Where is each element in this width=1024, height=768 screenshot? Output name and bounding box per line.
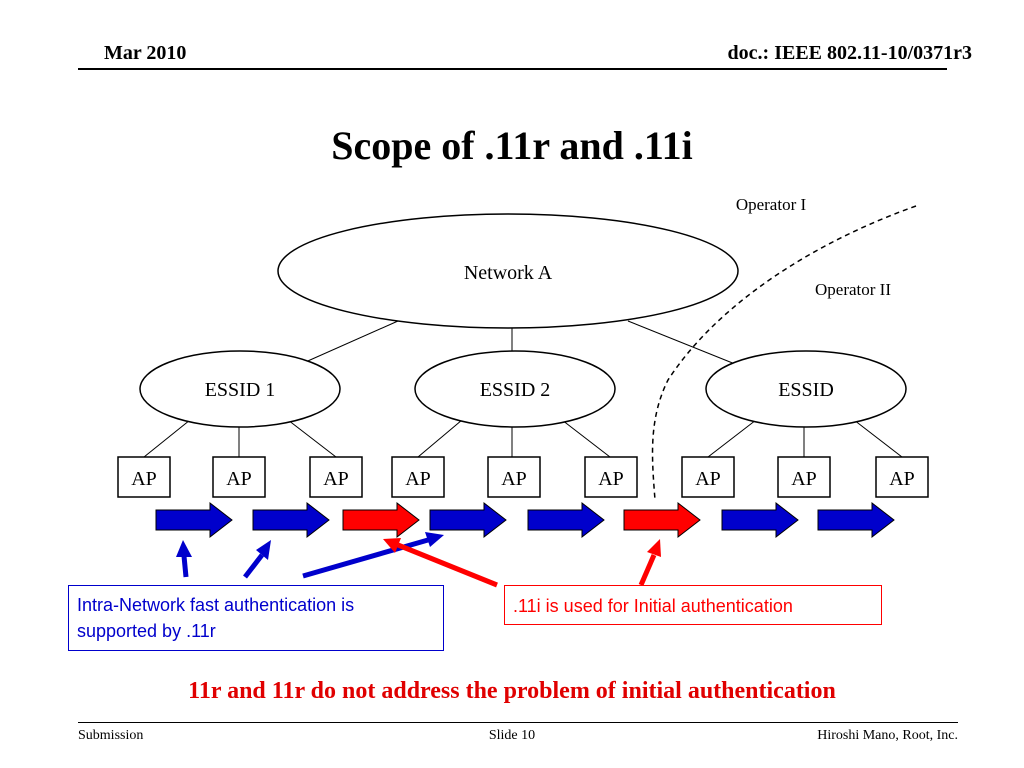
operator-2-label: Operator II bbox=[815, 280, 891, 299]
ap-box bbox=[487, 456, 541, 498]
header-date: Mar 2010 bbox=[104, 42, 187, 64]
handover-arrow bbox=[817, 501, 895, 539]
pointer-arrow-11i bbox=[397, 542, 498, 588]
handover-arrow bbox=[252, 501, 330, 539]
connector-essid-ap bbox=[143, 419, 191, 458]
ap-box bbox=[681, 456, 735, 498]
ap-label: AP bbox=[226, 468, 252, 490]
essid-2-label: ESSID 2 bbox=[480, 379, 551, 401]
ap-box bbox=[309, 456, 363, 498]
ap-label: AP bbox=[889, 468, 915, 490]
ap-label: AP bbox=[323, 468, 349, 490]
pointer-arrow-11r bbox=[243, 553, 264, 579]
ap-box bbox=[212, 456, 266, 498]
connector-essid-ap bbox=[287, 419, 337, 458]
essid-2-ellipse bbox=[414, 350, 616, 428]
connector-essid-ap bbox=[417, 419, 463, 458]
header-doc-id: doc.: IEEE 802.11-10/0371r3 bbox=[727, 42, 972, 64]
connector-network-essid-3 bbox=[627, 320, 741, 367]
ap-box bbox=[584, 456, 638, 498]
operator-boundary-line bbox=[651, 205, 917, 501]
connector-essid-ap bbox=[707, 419, 757, 458]
pointer-arrowhead-11r bbox=[256, 540, 271, 560]
essid-1-ellipse bbox=[139, 350, 341, 428]
pointer-arrow-11r bbox=[181, 555, 189, 578]
pointer-arrowhead-11i bbox=[647, 539, 661, 557]
ap-boxes: AP AP AP AP AP AP AP AP AP bbox=[117, 456, 929, 498]
network-ellipse bbox=[277, 213, 739, 329]
operator-1-label: Operator I bbox=[736, 195, 807, 214]
handover-arrow bbox=[527, 501, 605, 539]
callout-initial-auth: .11i is used for Initial authentication bbox=[504, 585, 882, 625]
connector-network-essid-1 bbox=[291, 320, 399, 369]
handover-arrow bbox=[721, 501, 799, 539]
handover-arrow bbox=[342, 501, 420, 539]
ap-label: AP bbox=[695, 468, 721, 490]
ap-box bbox=[391, 456, 445, 498]
ap-label: AP bbox=[501, 468, 527, 490]
ap-label: AP bbox=[131, 468, 157, 490]
ap-label: AP bbox=[405, 468, 431, 490]
bottom-note: 11r and 11r do not address the problem o… bbox=[188, 678, 836, 704]
footer-rule bbox=[78, 722, 958, 723]
pointer-arrowhead-11r bbox=[425, 532, 444, 547]
handover-arrow bbox=[429, 501, 507, 539]
footer-left: Submission bbox=[78, 728, 144, 743]
handover-arrows bbox=[155, 501, 895, 539]
slide-title: Scope of .11r and .11i bbox=[331, 123, 693, 168]
ap-box bbox=[875, 456, 929, 498]
pointer-arrow-11i bbox=[638, 554, 657, 586]
handover-arrow bbox=[155, 501, 233, 539]
network-label: Network A bbox=[464, 262, 553, 284]
ap-label: AP bbox=[598, 468, 624, 490]
ap-box bbox=[117, 456, 171, 498]
essid-1-label: ESSID 1 bbox=[205, 379, 276, 401]
pointer-arrowhead-11r bbox=[176, 540, 192, 557]
callout-intra-network-auth: Intra-Network fast authentication is sup… bbox=[68, 585, 444, 651]
ap-label: AP bbox=[791, 468, 817, 490]
essid-3-ellipse bbox=[705, 350, 907, 428]
pointer-arrow-11r bbox=[302, 537, 429, 579]
essid-3-label: ESSID bbox=[778, 379, 834, 401]
ap-box bbox=[777, 456, 831, 498]
footer-center: Slide 10 bbox=[488, 728, 536, 743]
header-rule bbox=[78, 68, 947, 70]
connector-essid-ap bbox=[561, 419, 611, 458]
footer-right: Hiroshi Mano, Root, Inc. bbox=[817, 728, 958, 743]
pointer-arrowhead-11i bbox=[383, 538, 401, 553]
connector-essid-ap bbox=[853, 419, 903, 458]
handover-arrow bbox=[623, 501, 701, 539]
